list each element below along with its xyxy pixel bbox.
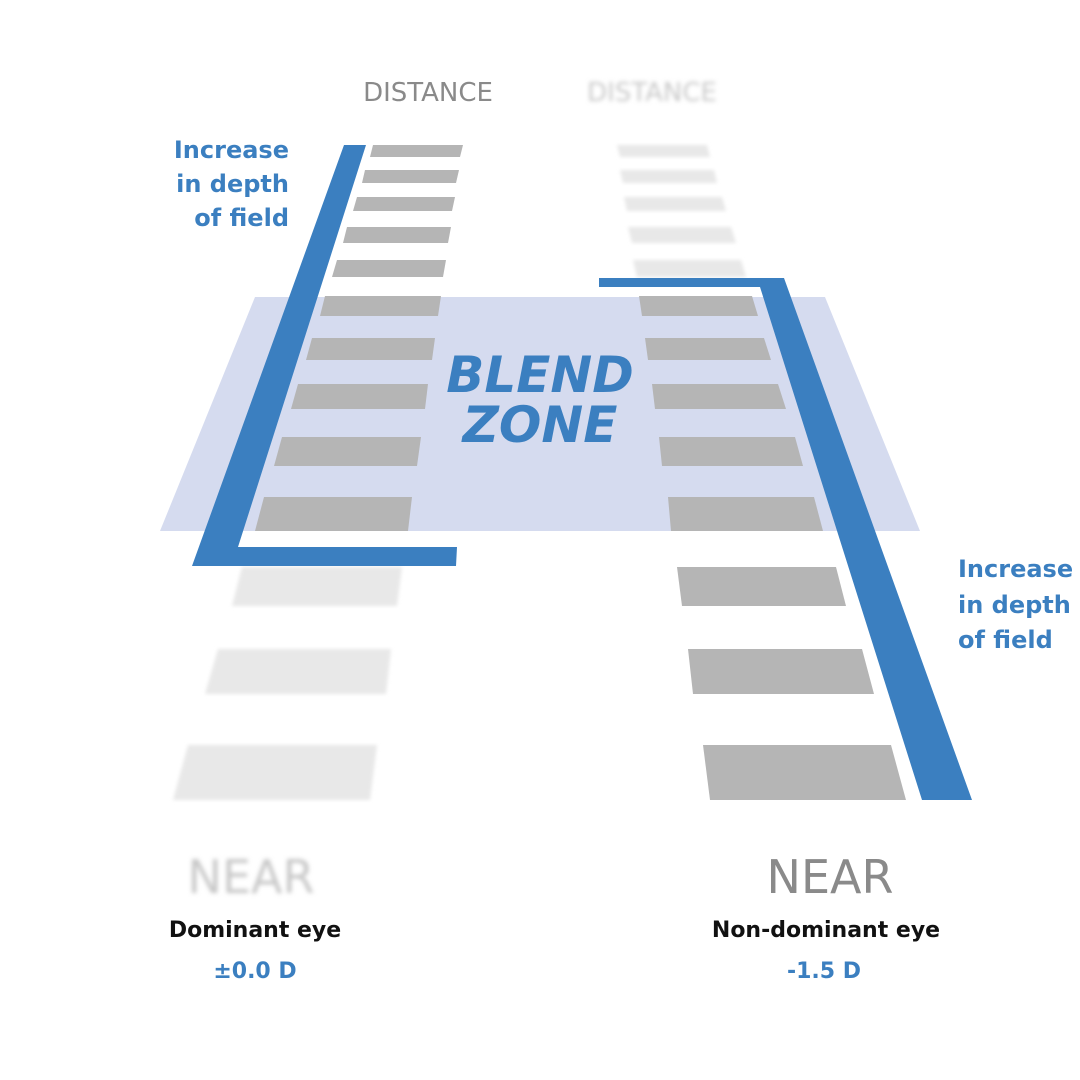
- left-bar-10: [255, 497, 412, 531]
- blend-zone-title-line-2: ZONE: [461, 396, 618, 454]
- non-dominant-eye-distance-label: DISTANCE: [587, 78, 717, 108]
- dominant-eye-dof-line-1: Increase: [174, 136, 289, 164]
- left-bar-3: [353, 197, 455, 211]
- right-bar-1: [617, 145, 710, 157]
- left-bar-6: [320, 296, 441, 316]
- non-dominant-eye-label: Non-dominant eye: [712, 918, 940, 943]
- left-bar-7: [306, 338, 435, 360]
- right-bar-12: [688, 649, 874, 694]
- non-dominant-eye-near-label: NEAR: [767, 850, 894, 904]
- non-dominant-eye-dof-line-3: of field: [958, 626, 1053, 654]
- right-bar-2: [620, 170, 717, 183]
- left-bar-4: [343, 227, 451, 243]
- left-bar-5: [332, 260, 446, 277]
- dominant-eye-dof-label: Increase in depth of field: [174, 136, 289, 232]
- right-bar-10: [668, 497, 823, 531]
- dominant-eye-near-label: NEAR: [188, 850, 315, 904]
- dominant-eye-distance-label: DISTANCE: [363, 78, 493, 108]
- non-dominant-eye-power: -1.5 D: [787, 959, 861, 984]
- non-dominant-eye-dof-line-1: Increase: [958, 555, 1073, 583]
- non-dominant-eye-bars: [617, 145, 906, 800]
- left-bar-9: [274, 437, 421, 466]
- left-bar-12: [205, 649, 391, 694]
- dominant-eye-dof-line-2: in depth: [176, 170, 289, 198]
- left-bar-11: [232, 567, 402, 606]
- blend-zone-title-line-1: BLEND: [446, 346, 633, 404]
- right-bar-6: [639, 296, 758, 316]
- non-dominant-eye-dof-bracket: [599, 278, 972, 800]
- left-bar-2: [362, 170, 459, 183]
- dominant-eye-power: ±0.0 D: [213, 959, 296, 984]
- right-bar-7: [645, 338, 771, 360]
- non-dominant-eye-dof-line-2: in depth: [958, 591, 1071, 619]
- dominant-eye-dof-line-3: of field: [194, 204, 289, 232]
- left-bar-8: [291, 384, 428, 409]
- right-bar-5: [633, 260, 746, 277]
- dominant-eye-bars: [173, 145, 463, 800]
- right-bar-3: [624, 197, 726, 211]
- right-bar-8: [652, 384, 786, 409]
- dominant-eye-label: Dominant eye: [169, 918, 341, 943]
- left-bar-1: [370, 145, 463, 157]
- right-bar-11: [677, 567, 846, 606]
- non-dominant-eye-dof-label: Increase in depth of field: [958, 555, 1073, 654]
- right-bar-4: [628, 227, 736, 243]
- right-bar-9: [659, 437, 803, 466]
- left-bar-13: [173, 745, 377, 800]
- dominant-eye-dof-bracket: [192, 145, 457, 566]
- right-bar-13: [703, 745, 906, 800]
